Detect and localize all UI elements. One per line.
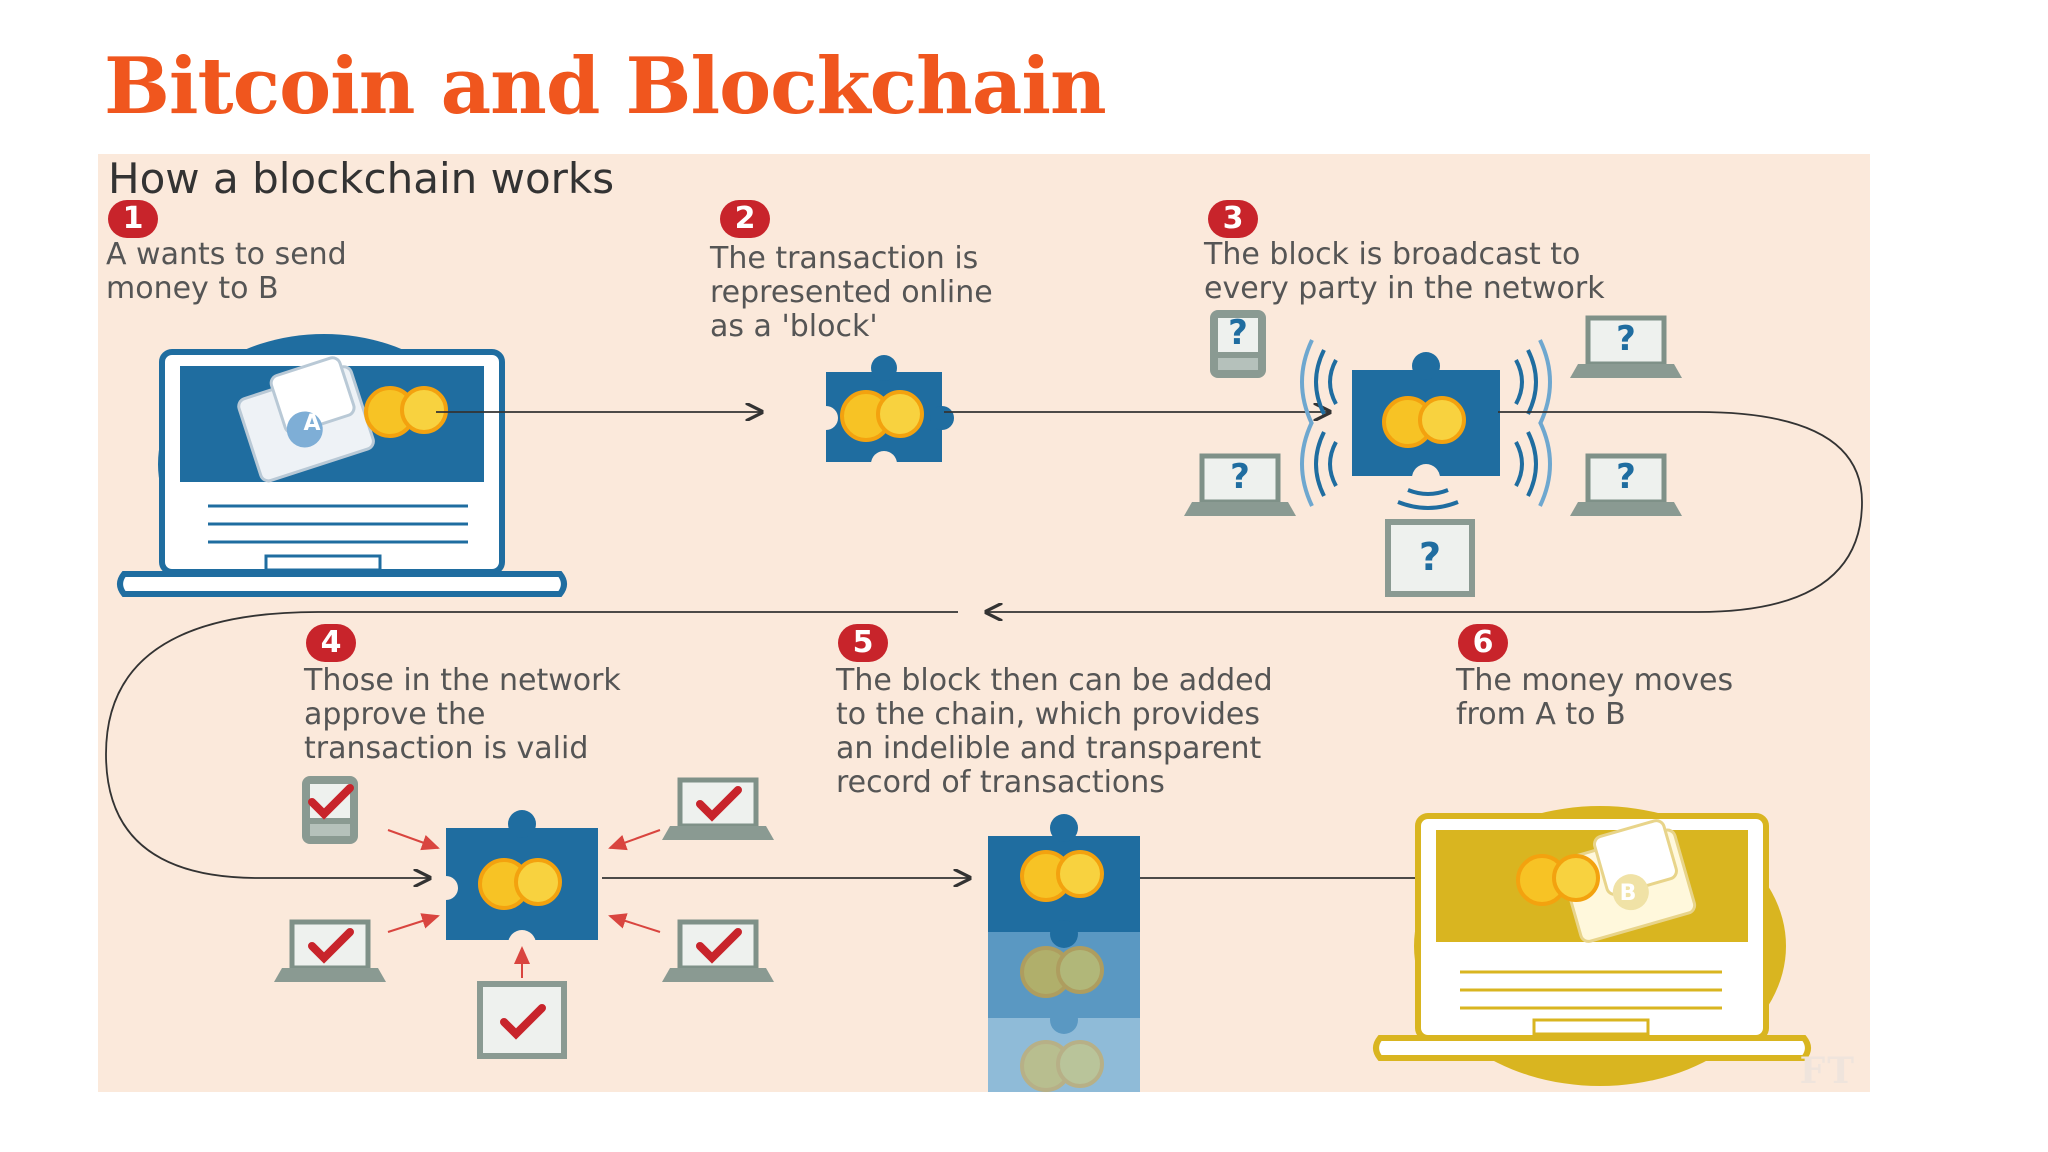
network-device-unknown: ? (1570, 456, 1682, 516)
diagram-artwork: A ? ? ? (105, 310, 1863, 1092)
approval-block-icon (434, 810, 598, 958)
transaction-block-icon (814, 355, 954, 477)
step-description: The money moves from A to B (1456, 663, 1734, 732)
step-description: The block is broadcast to every party in… (1204, 237, 1605, 306)
network-device-approved (662, 922, 774, 982)
step-description: The block then can be added to the chain… (836, 663, 1273, 800)
diagram-heading: How a blockchain works (108, 154, 615, 203)
broadcast-waves-icon (1397, 488, 1459, 510)
unknown-mark: ? (1419, 535, 1441, 579)
network-device-unknown: ? (1210, 310, 1266, 378)
step-description: A wants to send money to B (106, 237, 347, 306)
approval-arrow (387, 829, 440, 851)
blockchain-infographic: A ? ? ? (98, 154, 1870, 1092)
step-number-badge: 6 (1458, 624, 1508, 662)
flow-connector-to-4 (105, 611, 958, 878)
receiver-laptop-illustration: B (1373, 806, 1811, 1086)
broadcast-waves-icon (1300, 420, 1338, 508)
network-device-approved (480, 984, 564, 1056)
source-watermark: FT (1799, 1050, 1856, 1092)
network-device-approved (274, 922, 386, 982)
coins-icon (1516, 854, 1600, 906)
blockchain-stack-icon (988, 814, 1140, 1092)
slide-title: Bitcoin and Blockchain (104, 41, 1107, 132)
step-number-badge: 4 (306, 624, 356, 662)
unknown-mark: ? (1616, 319, 1636, 359)
sender-laptop-illustration: A (117, 334, 567, 597)
step-number-badge: 2 (720, 200, 770, 238)
wallet-b-label: B (1620, 881, 1637, 906)
step-number-badge: 3 (1208, 200, 1258, 238)
unknown-mark: ? (1616, 457, 1636, 497)
unknown-mark: ? (1230, 457, 1250, 497)
network-device-approved (662, 780, 774, 840)
wallet-b-icon (1559, 819, 1697, 943)
wallet-a-icon (237, 356, 375, 483)
approval-arrow (608, 829, 661, 851)
approval-arrow (387, 913, 440, 933)
coins-icon (364, 386, 448, 438)
network-device-unknown: ? (1184, 456, 1296, 516)
unknown-mark: ? (1228, 313, 1248, 353)
broadcast-block-icon (1352, 352, 1500, 492)
network-device-unknown: ? (1570, 318, 1682, 378)
network-device-approved (302, 776, 358, 844)
flow-connector-3-4 (988, 411, 1863, 612)
step-description: The transaction is represented online as… (710, 241, 993, 344)
network-device-unknown: ? (1388, 522, 1472, 594)
step-number-badge: 1 (108, 200, 158, 238)
broadcast-waves-icon (1514, 420, 1552, 508)
step-number-badge: 5 (838, 624, 888, 662)
wallet-a-label: A (303, 411, 320, 436)
approval-arrow (608, 913, 661, 933)
step-description: Those in the network approve the transac… (304, 663, 621, 766)
